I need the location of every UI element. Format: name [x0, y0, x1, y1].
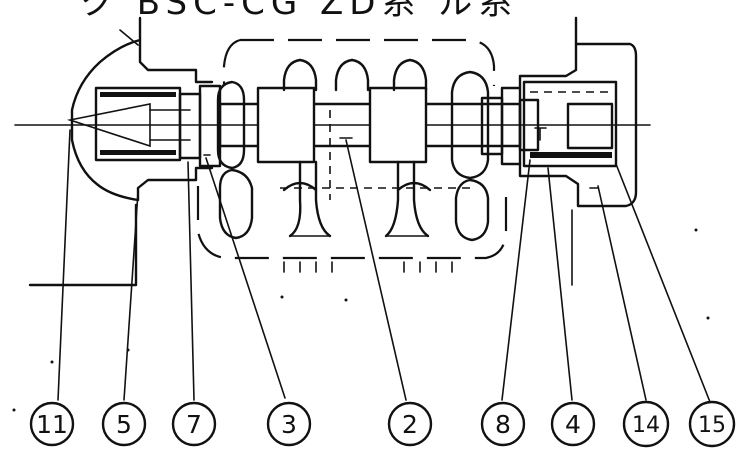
right-housing: [518, 16, 638, 286]
callout-11-label: 11: [36, 410, 68, 439]
callout-7: 7: [171, 401, 217, 447]
callout-8-label: 8: [495, 410, 511, 439]
callout-5: 5: [101, 401, 147, 447]
callout-14: 14: [622, 400, 670, 448]
diagram-caption: ク BSC-CG ZD系 ル系: [80, 0, 518, 23]
callout-7-label: 7: [186, 410, 202, 439]
left-seal: [178, 84, 222, 168]
crankcase-outline: [196, 38, 508, 273]
callout-3-label: 3: [281, 410, 297, 439]
callout-14-label: 14: [632, 413, 660, 438]
callout-2-label: 2: [402, 410, 418, 439]
callout-4-label: 4: [565, 410, 581, 439]
leader-lines: [57, 129, 711, 403]
callout-8: 8: [480, 401, 526, 447]
callout-5-label: 5: [116, 410, 132, 439]
right-bearing: [518, 80, 618, 168]
callout-15: 15: [688, 400, 736, 448]
callout-2: 2: [387, 401, 433, 447]
callout-4: 4: [550, 401, 596, 447]
callout-3: 3: [266, 401, 312, 447]
callout-15-label: 15: [698, 413, 726, 438]
stray-marks: [12, 137, 710, 412]
left-bearing: [66, 86, 191, 162]
callout-11: 11: [29, 401, 75, 447]
main-shaft: [218, 86, 522, 164]
